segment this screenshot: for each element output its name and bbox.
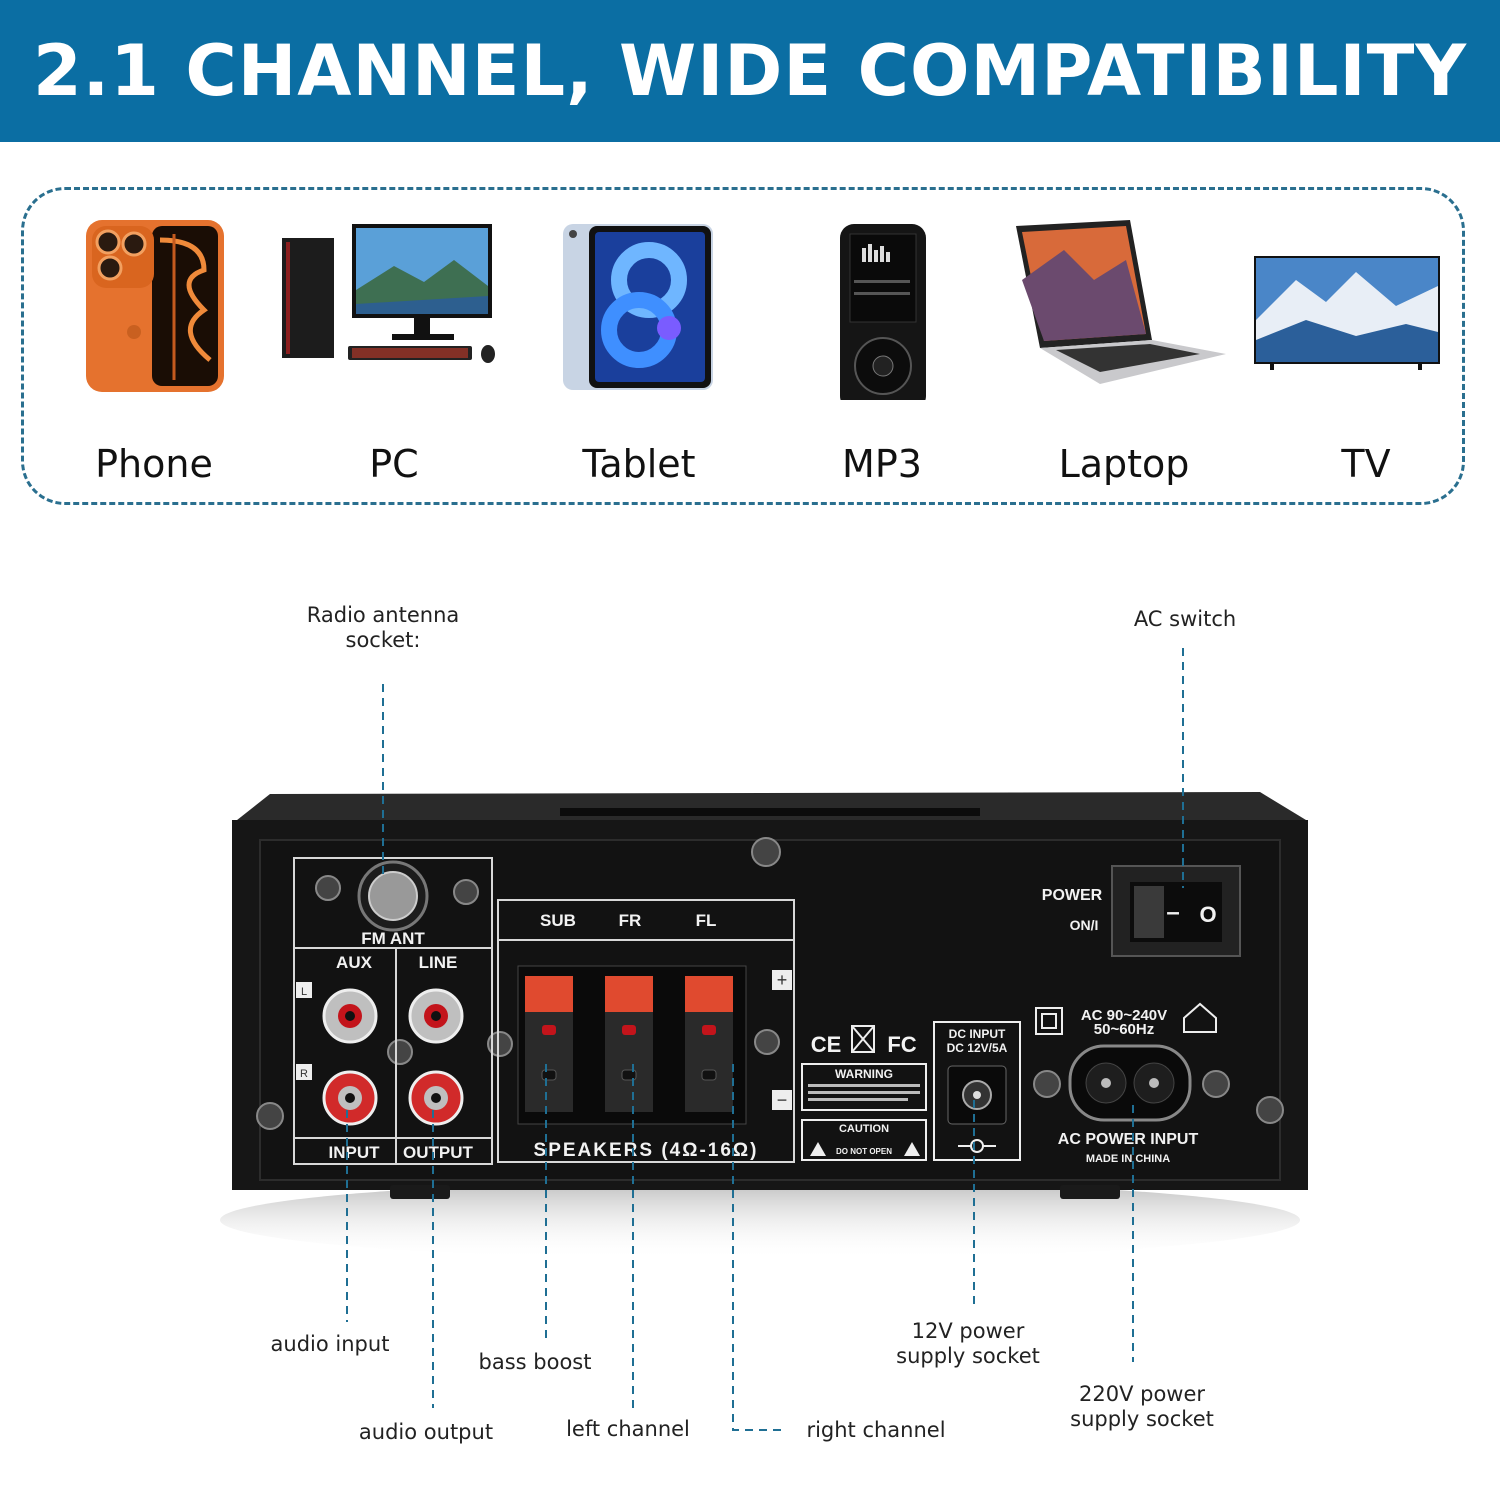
do-not-open-label: DO NOT OPEN xyxy=(836,1147,892,1156)
device-label: TV xyxy=(1341,442,1391,486)
speaker-terminal-fr[interactable] xyxy=(605,976,653,1112)
tablet-icon xyxy=(563,224,713,390)
speakers-label: SPEAKERS (4Ω-16Ω) xyxy=(534,1140,759,1161)
dc-input-label: DC INPUT xyxy=(949,1027,1006,1041)
fc-mark: FC xyxy=(887,1032,916,1057)
warning-triangle-icon xyxy=(904,1142,920,1156)
device-label: Phone xyxy=(95,442,213,486)
made-in-label: MADE IN CHINA xyxy=(1086,1153,1170,1165)
device-label: PC xyxy=(369,442,419,486)
dc-rating-label: DC 12V/5A xyxy=(947,1041,1008,1055)
dc-input-frame xyxy=(933,1021,1021,1161)
callout-audio-input: audio input xyxy=(270,1332,390,1356)
device-label: Laptop xyxy=(1058,442,1190,486)
callout-right-channel: right channel xyxy=(806,1418,946,1442)
power-label: POWER xyxy=(1042,887,1103,904)
rca-input-right[interactable] xyxy=(322,1070,378,1126)
warning-triangle-icon xyxy=(810,1142,826,1156)
compatible-devices-panel: Phone PC Tablet xyxy=(21,187,1465,505)
device-label: Tablet xyxy=(582,442,696,486)
laptop-icon xyxy=(1016,220,1226,384)
fl-label: FL xyxy=(696,911,717,930)
ac-220v-inlet[interactable] xyxy=(1068,1044,1192,1122)
device-laptop: Laptop xyxy=(1004,220,1244,490)
callout-left-channel: left channel xyxy=(566,1417,690,1441)
speaker-terminal-sub[interactable] xyxy=(525,976,573,1112)
callout-12v-power: 12V power supply socket xyxy=(896,1319,1040,1368)
switch-off-mark: – xyxy=(1166,899,1179,926)
callout-bass-boost: bass boost xyxy=(478,1350,592,1374)
on-label: ON/I xyxy=(1070,917,1099,933)
sub-label: SUB xyxy=(540,911,576,930)
device-pc: PC xyxy=(274,220,514,490)
rca-line-left[interactable] xyxy=(408,988,464,1044)
device-phone: Phone xyxy=(34,220,274,490)
minus-label: − xyxy=(777,1090,788,1110)
screw xyxy=(256,837,1284,1130)
output-label: OUTPUT xyxy=(403,1143,474,1162)
pc-icon xyxy=(282,224,495,363)
rca-output-right[interactable] xyxy=(408,1070,464,1126)
caution-label: CAUTION xyxy=(839,1123,889,1135)
dc-12v-socket[interactable] xyxy=(947,1065,1007,1125)
switch-on-mark: O xyxy=(1199,902,1216,927)
phone-icon xyxy=(86,220,224,392)
speaker-terminal-fl[interactable] xyxy=(685,976,733,1112)
fr-label: FR xyxy=(619,911,642,930)
tv-icon xyxy=(1254,256,1440,370)
device-tv: TV xyxy=(1246,220,1486,490)
device-tablet: Tablet xyxy=(519,220,759,490)
header-banner: 2.1 CHANNEL, WIDE COMPATIBILITY xyxy=(0,0,1500,142)
speaker-terminal-frame xyxy=(497,899,795,1163)
device-label: MP3 xyxy=(842,442,922,486)
fm-ant-label: FM ANT xyxy=(361,929,425,948)
r-badge xyxy=(296,1064,312,1080)
amplifier-rear-panel: FM ANT AUX LINE L R INPUT OUTPUT SUB FR … xyxy=(220,792,1308,1260)
plus-label: + xyxy=(777,970,788,990)
double-insulation-icon xyxy=(1035,1007,1063,1035)
ac-range-label: AC 90~240V xyxy=(1081,1007,1167,1024)
device-mp3: MP3 xyxy=(762,220,1002,490)
l-label: L xyxy=(301,986,307,998)
callout-audio-output: audio output xyxy=(358,1420,494,1444)
page-title: 2.1 CHANNEL, WIDE COMPATIBILITY xyxy=(32,30,1468,112)
line-label: LINE xyxy=(419,953,458,972)
warning-label: WARNING xyxy=(835,1067,893,1081)
caution-box xyxy=(801,1119,927,1161)
audio-io-frame xyxy=(293,857,493,1165)
fm-antenna-socket[interactable] xyxy=(357,860,429,932)
mp3-player-icon xyxy=(840,224,926,400)
callout-ac-switch: AC switch xyxy=(1133,607,1237,631)
ac-power-switch[interactable] xyxy=(1111,865,1241,957)
input-label: INPUT xyxy=(329,1143,381,1162)
ac-frequency-label: 50~60Hz xyxy=(1094,1021,1154,1038)
weee-icon xyxy=(851,1025,875,1053)
indoor-use-icon xyxy=(1183,1002,1217,1033)
rca-aux-left[interactable] xyxy=(322,988,378,1044)
aux-label: AUX xyxy=(336,953,373,972)
l-badge xyxy=(296,982,312,998)
callout-radio-antenna: Radio antenna socket: xyxy=(306,603,460,652)
r-label: R xyxy=(300,1068,308,1080)
callout-220v-power: 220V power supply socket xyxy=(1070,1382,1214,1431)
ce-mark: CE xyxy=(811,1032,842,1057)
ac-power-input-label: AC POWER INPUT xyxy=(1058,1131,1199,1148)
warning-box xyxy=(801,1063,927,1111)
